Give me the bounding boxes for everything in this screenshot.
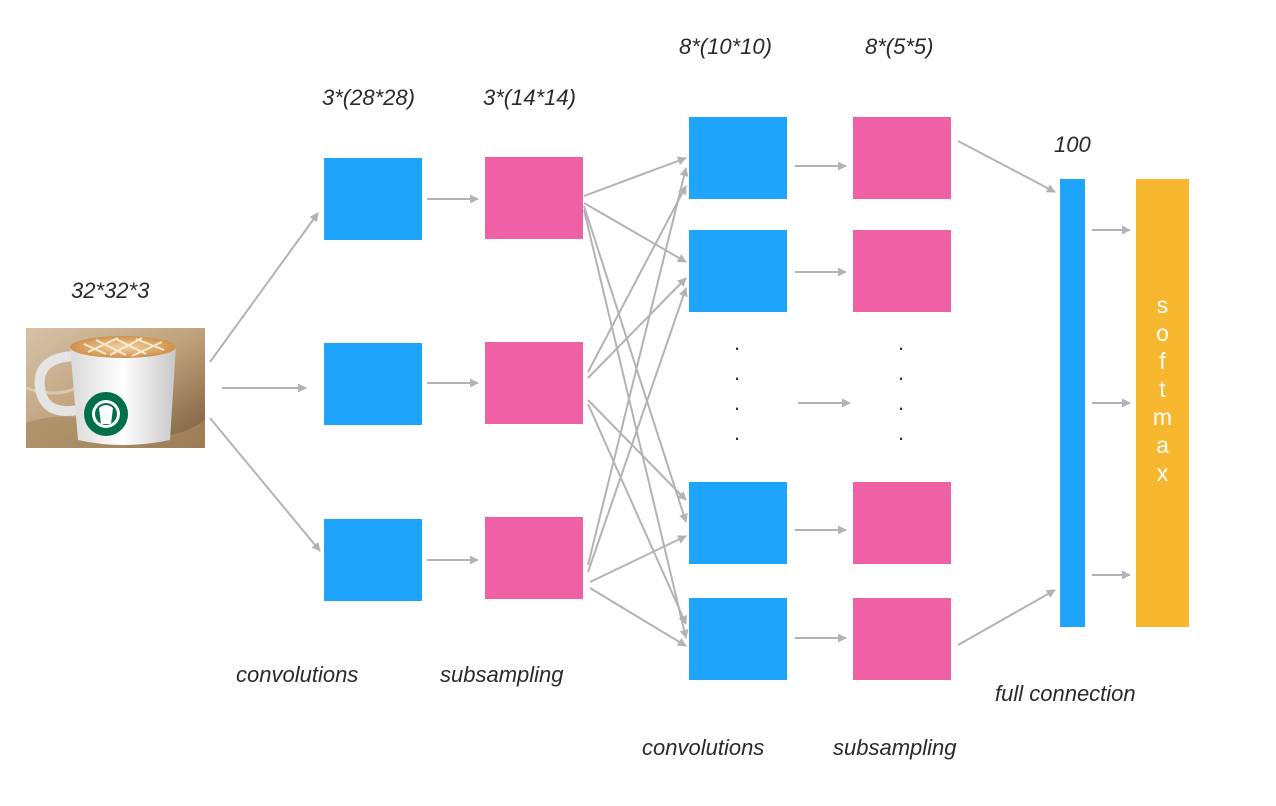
pool2-size-label: 8*(5*5) (865, 34, 934, 59)
conv2-feature-map-3 (689, 482, 787, 564)
conv1-size-label: 3*(28*28) (322, 85, 415, 110)
conv2-feature-map-4 (689, 598, 787, 680)
conv2-size-label: 8*(10*10) (679, 34, 772, 59)
pool2-feature-map-2 (853, 230, 951, 312)
pool2-feature-map-3 (853, 482, 951, 564)
arrow-11 (587, 277, 687, 379)
arrow-0 (209, 212, 319, 363)
pool1-stage-label: subsampling (440, 662, 564, 687)
arrow-13 (587, 403, 687, 625)
conv1-feature-map-3 (324, 519, 422, 601)
pool1-feature-map-2 (485, 342, 583, 424)
conv2-ellipsis: .... (733, 330, 741, 445)
pool1-size-label: 3*(14*14) (483, 85, 576, 110)
arrow-7 (583, 202, 687, 263)
input-size-label: 32*32*3 (71, 278, 150, 303)
pool1-feature-map-3 (485, 517, 583, 599)
starbucks-siren-logo (84, 392, 128, 436)
arrow-2 (209, 417, 321, 552)
arrow-12 (587, 399, 687, 501)
conv2-feature-map-1 (689, 117, 787, 199)
pool2-stage-label: subsampling (833, 735, 957, 760)
conv1-feature-map-1 (324, 158, 422, 240)
pool2-feature-map-1 (853, 117, 951, 199)
conv2-stage-label: convolutions (642, 735, 765, 760)
arrow-14 (587, 167, 689, 566)
arrow-9 (583, 209, 689, 639)
arrow-15 (587, 287, 688, 573)
arrow-23 (957, 140, 1056, 193)
arrow-24 (957, 589, 1056, 646)
pool1-feature-map-1 (485, 157, 583, 239)
pool2-feature-map-4 (853, 598, 951, 680)
fc-size-label: 100 (1054, 132, 1091, 157)
fc-stage-label: full connection (995, 681, 1136, 706)
full-connection-layer (1060, 179, 1085, 627)
softmax-label: s o f t m a x (1152, 292, 1173, 486)
pool2-ellipsis: .... (897, 330, 905, 445)
conv2-feature-map-2 (689, 230, 787, 312)
arrow-10 (587, 185, 687, 373)
conv1-feature-map-2 (324, 343, 422, 425)
arrow-16 (589, 535, 687, 583)
arrow-6 (583, 156, 687, 197)
arrow-8 (583, 205, 688, 523)
conv1-stage-label: convolutions (236, 662, 359, 687)
input-coffee-image (26, 328, 205, 448)
arrow-17 (589, 587, 687, 647)
softmax-layer: s o f t m a x (1136, 179, 1189, 627)
